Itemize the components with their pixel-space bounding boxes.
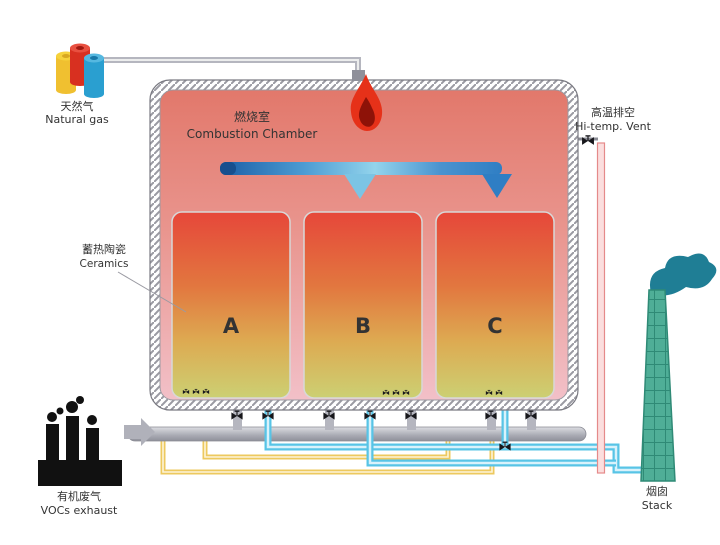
down-arrow-to-bed-c <box>482 174 512 198</box>
vocs-source: 有机废气 VOCs exhaust <box>38 396 155 517</box>
burner-flame <box>350 70 383 131</box>
stack-smoke-plume <box>649 253 717 296</box>
combustion-chamber-label-en: Combustion Chamber <box>187 127 318 141</box>
combustion-chamber-label-cn: 燃烧室 <box>234 109 270 124</box>
factory-icon <box>38 396 122 486</box>
stack-body <box>640 289 676 482</box>
natural-gas-label-cn: 天然气 <box>61 99 94 113</box>
hot-gas-flow-arrow <box>220 162 512 199</box>
ceramics-label-cn: 蓄热陶瓷 <box>82 242 126 256</box>
ceramics-label-en: Ceramics <box>80 258 129 270</box>
ceramic-bed-c <box>435 211 555 399</box>
stack-label-cn: 烟囱 <box>646 484 668 498</box>
flame-core <box>358 97 375 127</box>
ceramic-bed-b <box>303 211 423 399</box>
bed-c-letter: C <box>487 314 502 338</box>
ceramics-callout: 蓄热陶瓷 Ceramics <box>80 242 187 313</box>
ceramic-bed-a <box>171 211 291 399</box>
ceramic-beds: A B C <box>171 211 555 399</box>
burner-nozzle <box>352 70 365 81</box>
inlet-arrow-icon <box>124 418 155 446</box>
vocs-label-cn: 有机废气 <box>57 489 101 503</box>
ceramics-leader-line <box>117 271 187 313</box>
gas-cylinders-icon <box>56 43 104 98</box>
down-arrow-to-bed-b <box>344 174 376 199</box>
hitemp-vent-label-en: Hi-temp. Vent <box>575 120 651 133</box>
natural-gas-label-en: Natural gas <box>45 113 109 126</box>
hitemp-vent: 高温排空 Hi-temp. Vent <box>575 105 652 146</box>
stack-label-en: Stack <box>642 499 673 512</box>
bed-b-letter: B <box>355 314 371 338</box>
hitemp-vent-label-cn: 高温排空 <box>591 105 635 119</box>
outlet-pipes-cyan <box>264 400 642 474</box>
exhaust-stack: 烟囱 Stack <box>640 253 717 512</box>
natural-gas-supply: 天然气 Natural gas <box>45 43 361 126</box>
vocs-label-en: VOCs exhaust <box>41 504 118 517</box>
bed-a-letter: A <box>223 314 240 338</box>
